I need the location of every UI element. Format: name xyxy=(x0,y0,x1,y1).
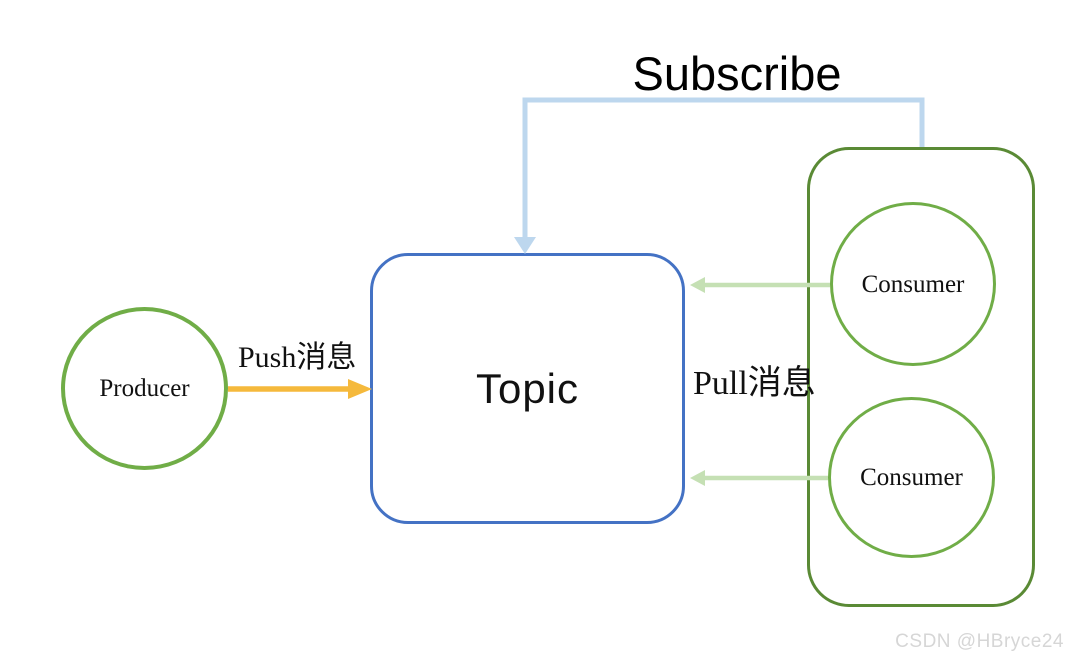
pull-edge-label: Pull消息 xyxy=(693,365,816,402)
push-arrow xyxy=(228,379,372,399)
consumer-1-label: Consumer xyxy=(861,270,965,298)
consumer-2-label: Consumer xyxy=(860,464,963,491)
watermark-text: CSDN @HBryce24 xyxy=(895,631,1064,652)
push-edge-label: Push消息 xyxy=(238,341,357,374)
pull-arrowhead-2-icon xyxy=(690,470,705,486)
consumer-node-2: Consumer xyxy=(828,397,995,558)
producer-node: Producer xyxy=(61,307,228,470)
subscribe-arrowhead-icon xyxy=(514,237,536,254)
topic-node: Topic xyxy=(370,253,685,524)
consumer-node-1: Consumer xyxy=(830,202,996,366)
topic-label: Topic xyxy=(475,364,580,412)
push-arrowhead-icon xyxy=(348,379,372,399)
producer-label: Producer xyxy=(99,375,190,402)
subscribe-edge-label: Subscribe xyxy=(632,47,842,100)
pull-arrowhead-1-icon xyxy=(690,277,705,293)
